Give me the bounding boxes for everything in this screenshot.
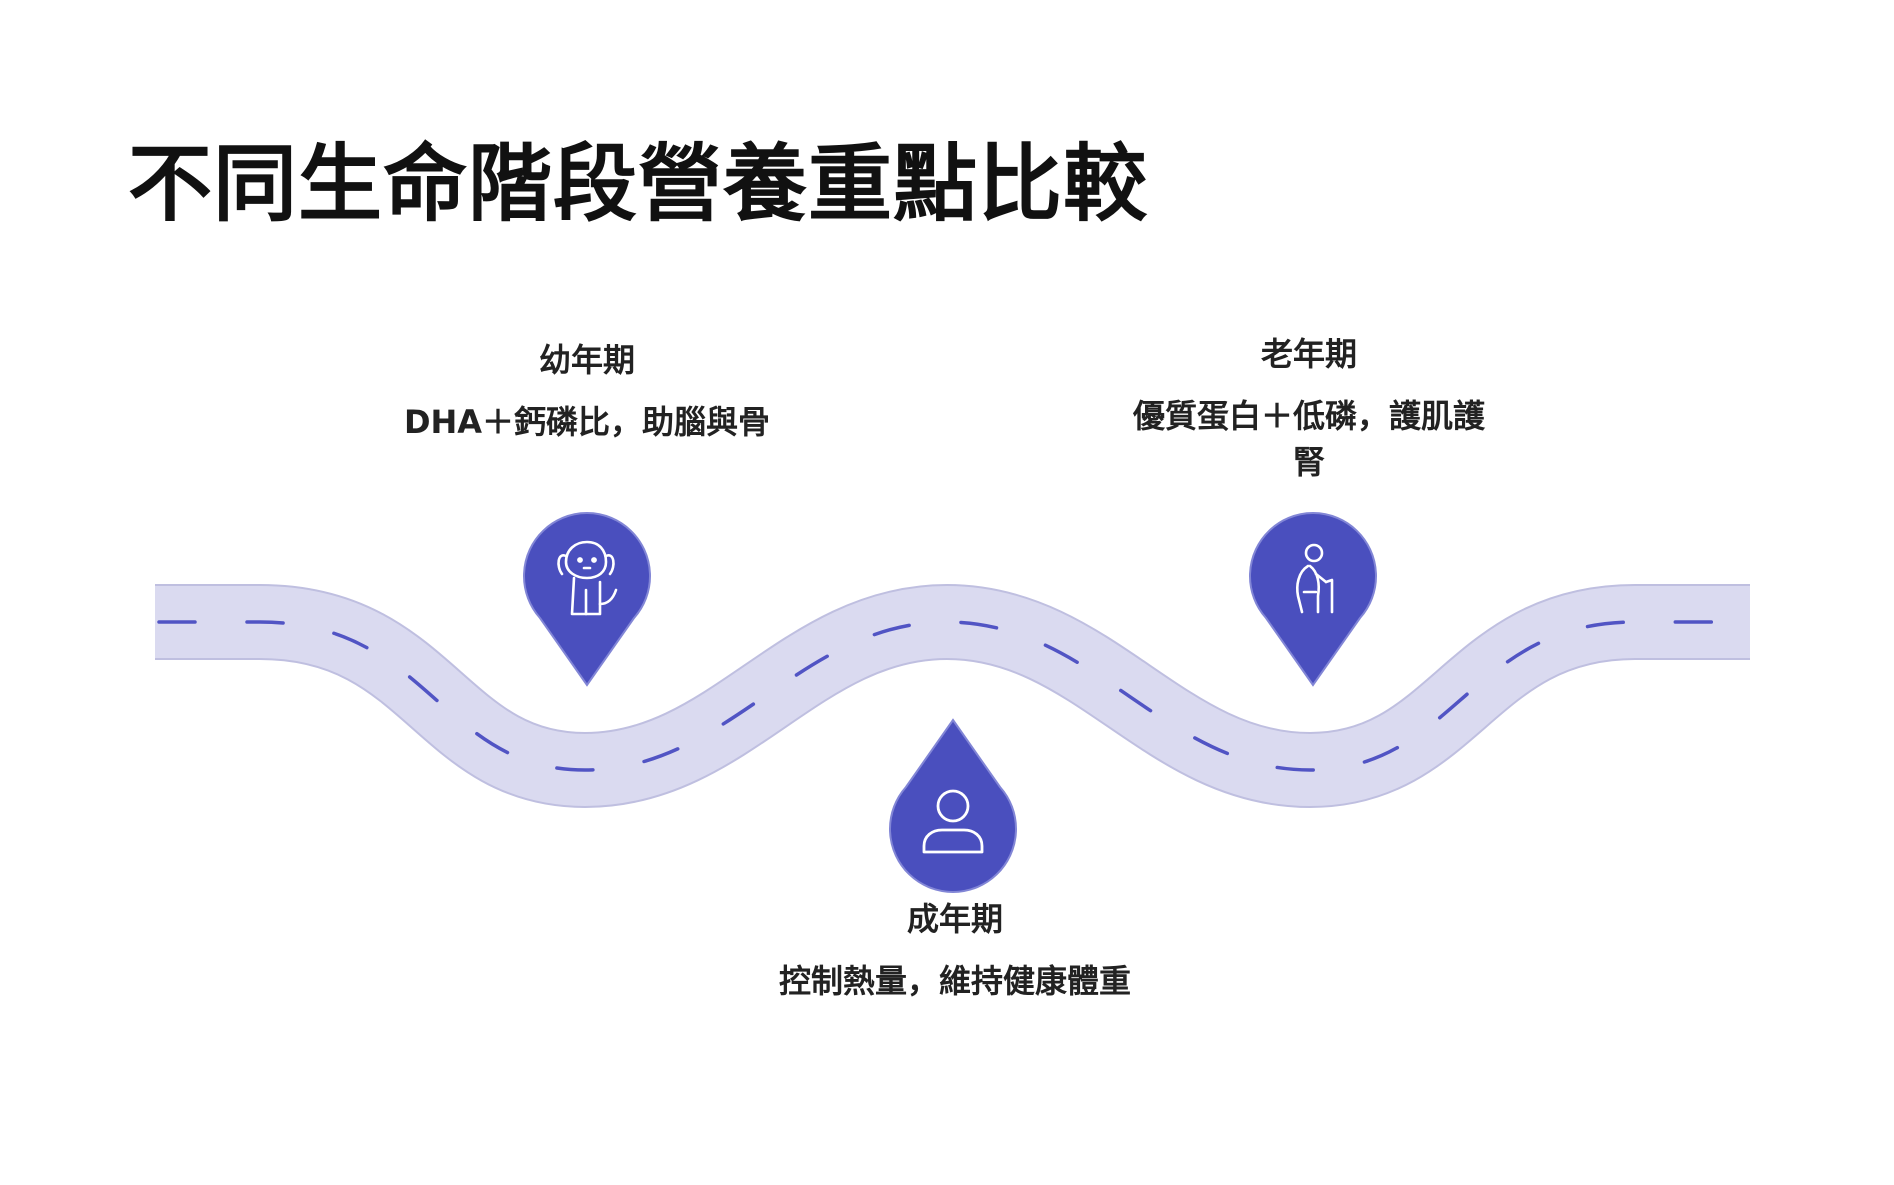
stage-description: 控制熱量，維持健康體重 bbox=[778, 962, 1131, 1001]
puppy-icon bbox=[557, 540, 618, 616]
page-title: 不同生命階段營養重點比較 bbox=[128, 135, 1149, 233]
stage-description: 優質蛋白＋低磷，護肌護腎 bbox=[1132, 397, 1485, 482]
marker-adult bbox=[889, 718, 1017, 893]
road bbox=[155, 585, 1750, 807]
stage-adult: 成年期 控制熱量，維持健康體重 bbox=[765, 900, 1145, 1004]
stage-senior: 老年期 優質蛋白＋低磷，護肌護腎 bbox=[1119, 335, 1499, 485]
stage-description: DHA＋鈣磷比，助腦與骨 bbox=[403, 403, 771, 442]
stage-puppy: 幼年期 DHA＋鈣磷比，助腦與骨 bbox=[397, 341, 777, 445]
stage-label: 幼年期 bbox=[538, 341, 635, 379]
stage-label: 老年期 bbox=[1260, 335, 1357, 373]
pin-marker bbox=[1249, 512, 1377, 687]
stage-label: 成年期 bbox=[906, 900, 1003, 938]
marker-senior bbox=[1249, 512, 1377, 687]
drop-marker bbox=[889, 718, 1017, 893]
person-icon bbox=[922, 789, 984, 854]
marker-puppy bbox=[523, 512, 651, 687]
elderly-person-icon bbox=[1296, 543, 1334, 614]
